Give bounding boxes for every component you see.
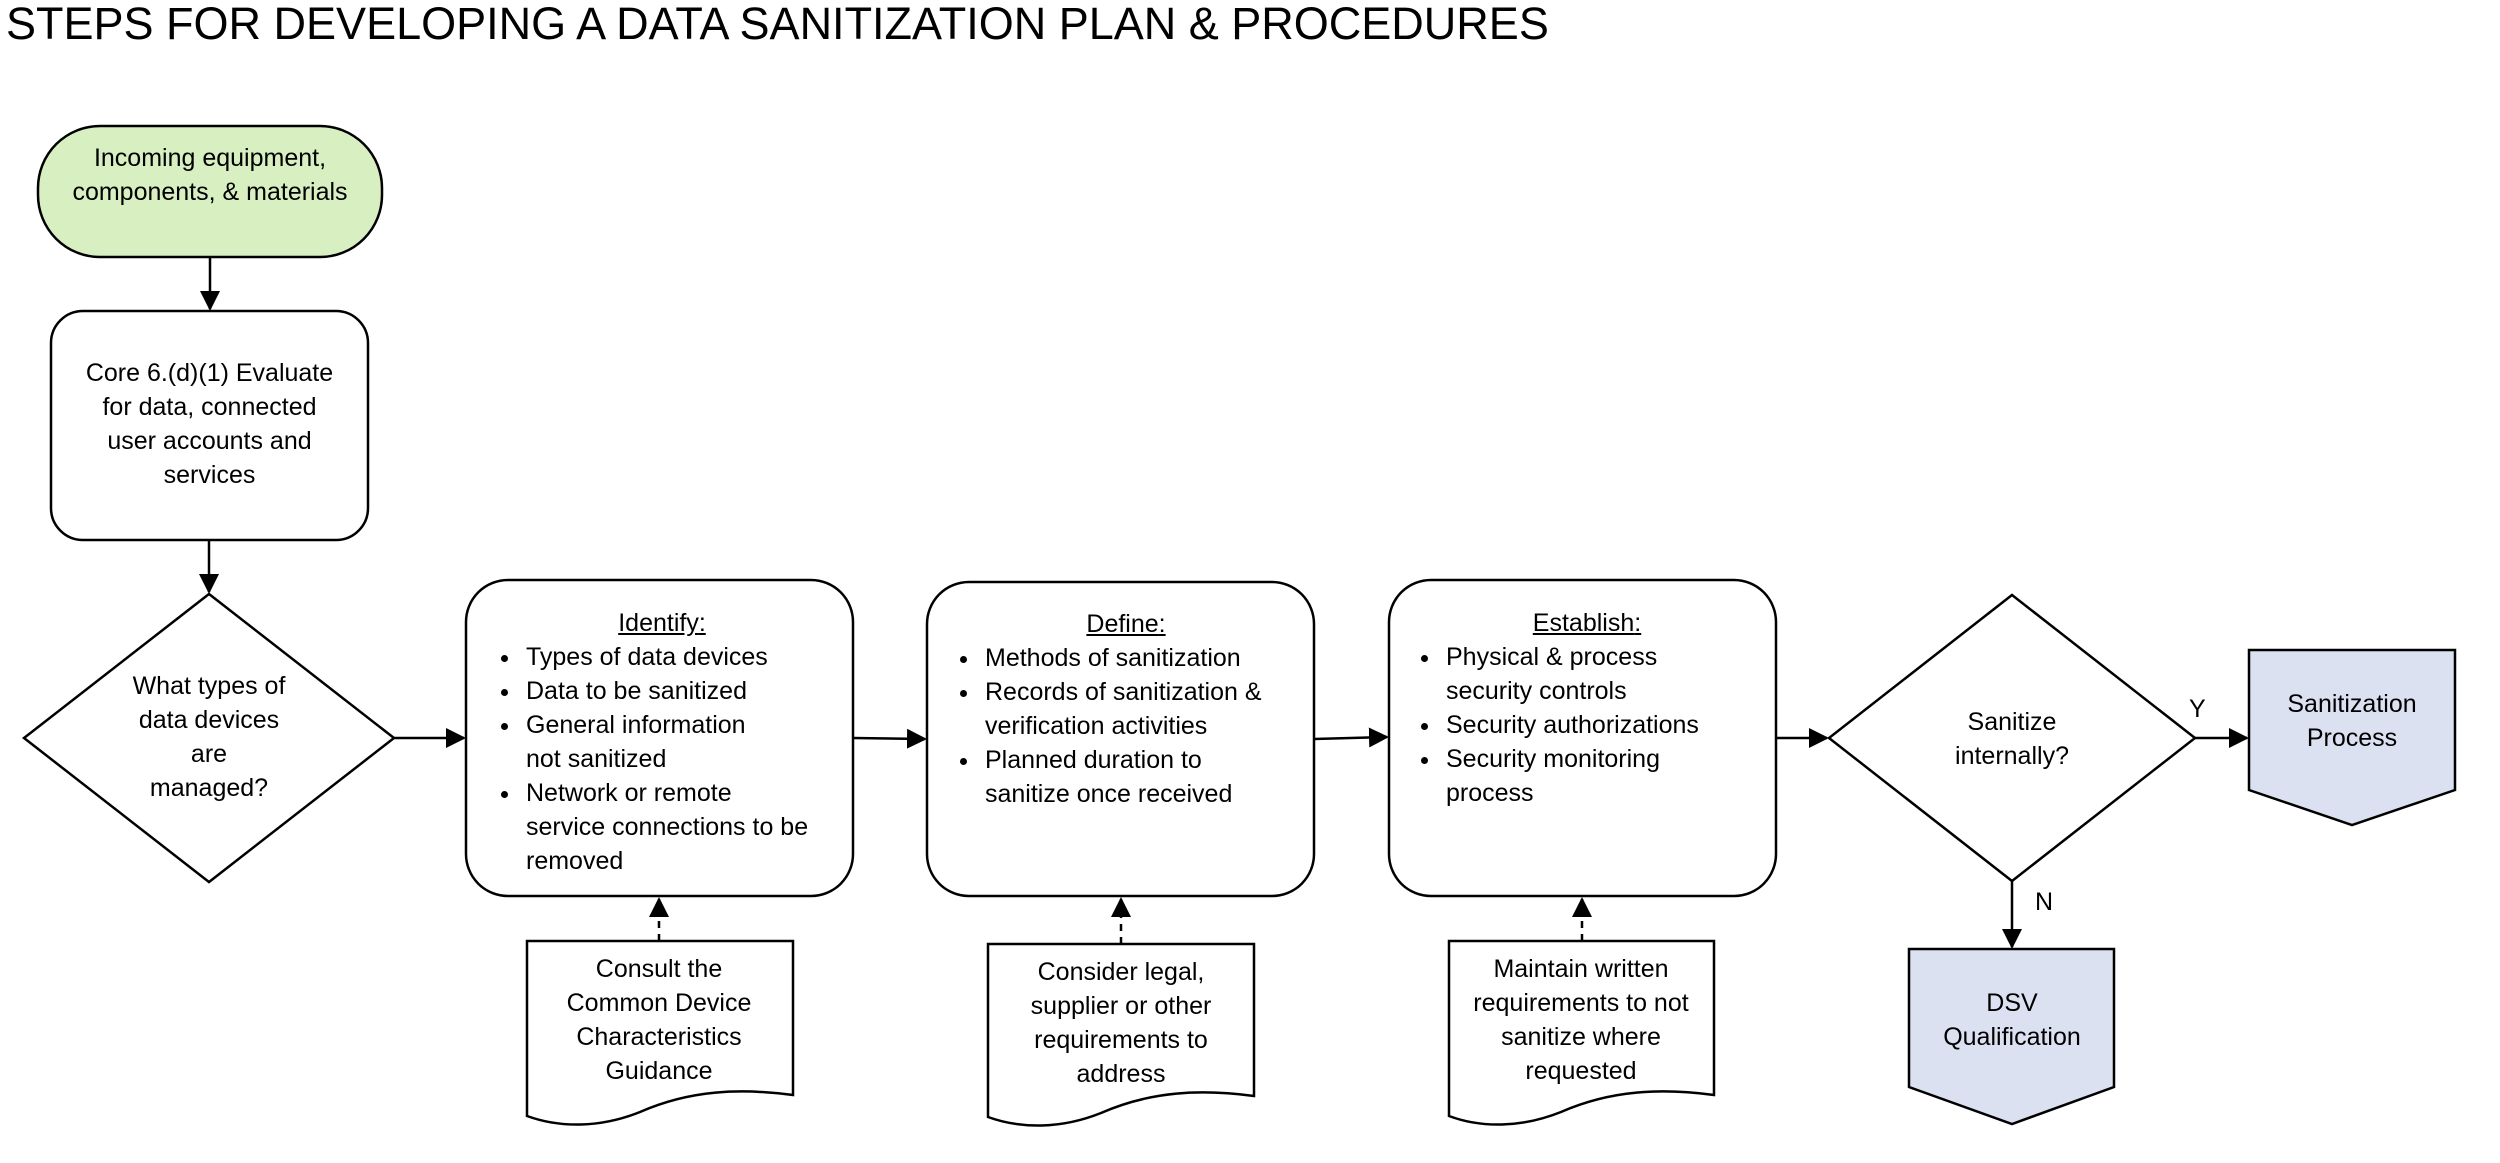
no-edge-label: N <box>2035 888 2054 916</box>
doc-consult-shape <box>525 939 795 1126</box>
list-item: Network or remote service connections to… <box>522 776 816 878</box>
list-item: Planned duration to sanitize once receiv… <box>981 743 1275 811</box>
sanitization-process-connector-shape <box>2247 648 2457 827</box>
sanitization-process-label: Sanitization Process <box>2287 690 2417 752</box>
list-item: Physical & process security controls <box>1442 640 1686 708</box>
list-item: General information not sanitized <box>522 708 776 776</box>
list-item: Records of sanitization & verification a… <box>981 675 1275 743</box>
dsv-qualification-connector-shape <box>1907 947 2116 1126</box>
yes-edge-label: Y <box>2189 695 2206 723</box>
list-item: Methods of sanitization <box>981 641 1311 675</box>
identify-text: Identify: Types of data devices Data to … <box>482 606 842 878</box>
define-heading: Define <box>1086 610 1159 638</box>
establish-heading: Establish <box>1532 609 1635 637</box>
start-label: Incoming equipment, components, & materi… <box>72 144 348 206</box>
define-text: Define: Methods of sanitization Records … <box>941 607 1311 811</box>
establish-text: Establish: Physical & process security c… <box>1402 606 1772 810</box>
list-item: Security monitoring process <box>1442 742 1686 810</box>
device-types-label: What types of data devices are managed? <box>132 672 286 802</box>
device-types-decision-shape <box>21 592 397 884</box>
list-item: Types of data devices <box>522 640 842 674</box>
doc-consider-label: Consider legal, supplier or other requir… <box>1030 958 1212 1088</box>
list-item: Security authorizations <box>1442 708 1772 742</box>
evaluate-label: Core 6.(d)(1) Evaluate for data, connect… <box>85 359 334 489</box>
establish-list: Physical & process security controls Sec… <box>1402 640 1772 810</box>
dsv-qualification-label: DSV Qualification <box>1943 989 2081 1051</box>
doc-consider-shape <box>986 942 1256 1127</box>
sanitize-decision-label: Sanitize internally? <box>1955 708 2069 770</box>
list-item: Data to be sanitized <box>522 674 842 708</box>
identify-heading: Identify <box>618 609 699 637</box>
identify-list: Types of data devices Data to be sanitiz… <box>482 640 842 878</box>
doc-maintain-shape <box>1447 939 1716 1126</box>
doc-maintain-label: Maintain written requirements to not san… <box>1473 955 1689 1085</box>
doc-consult-label: Consult the Common Device Characteristic… <box>566 955 752 1085</box>
edge-identify-to-define <box>852 728 927 749</box>
edge-define-to-establish <box>1313 727 1389 748</box>
page-title: STEPS FOR DEVELOPING A DATA SANITIZATION… <box>6 0 1549 49</box>
define-list: Methods of sanitization Records of sanit… <box>941 641 1311 811</box>
